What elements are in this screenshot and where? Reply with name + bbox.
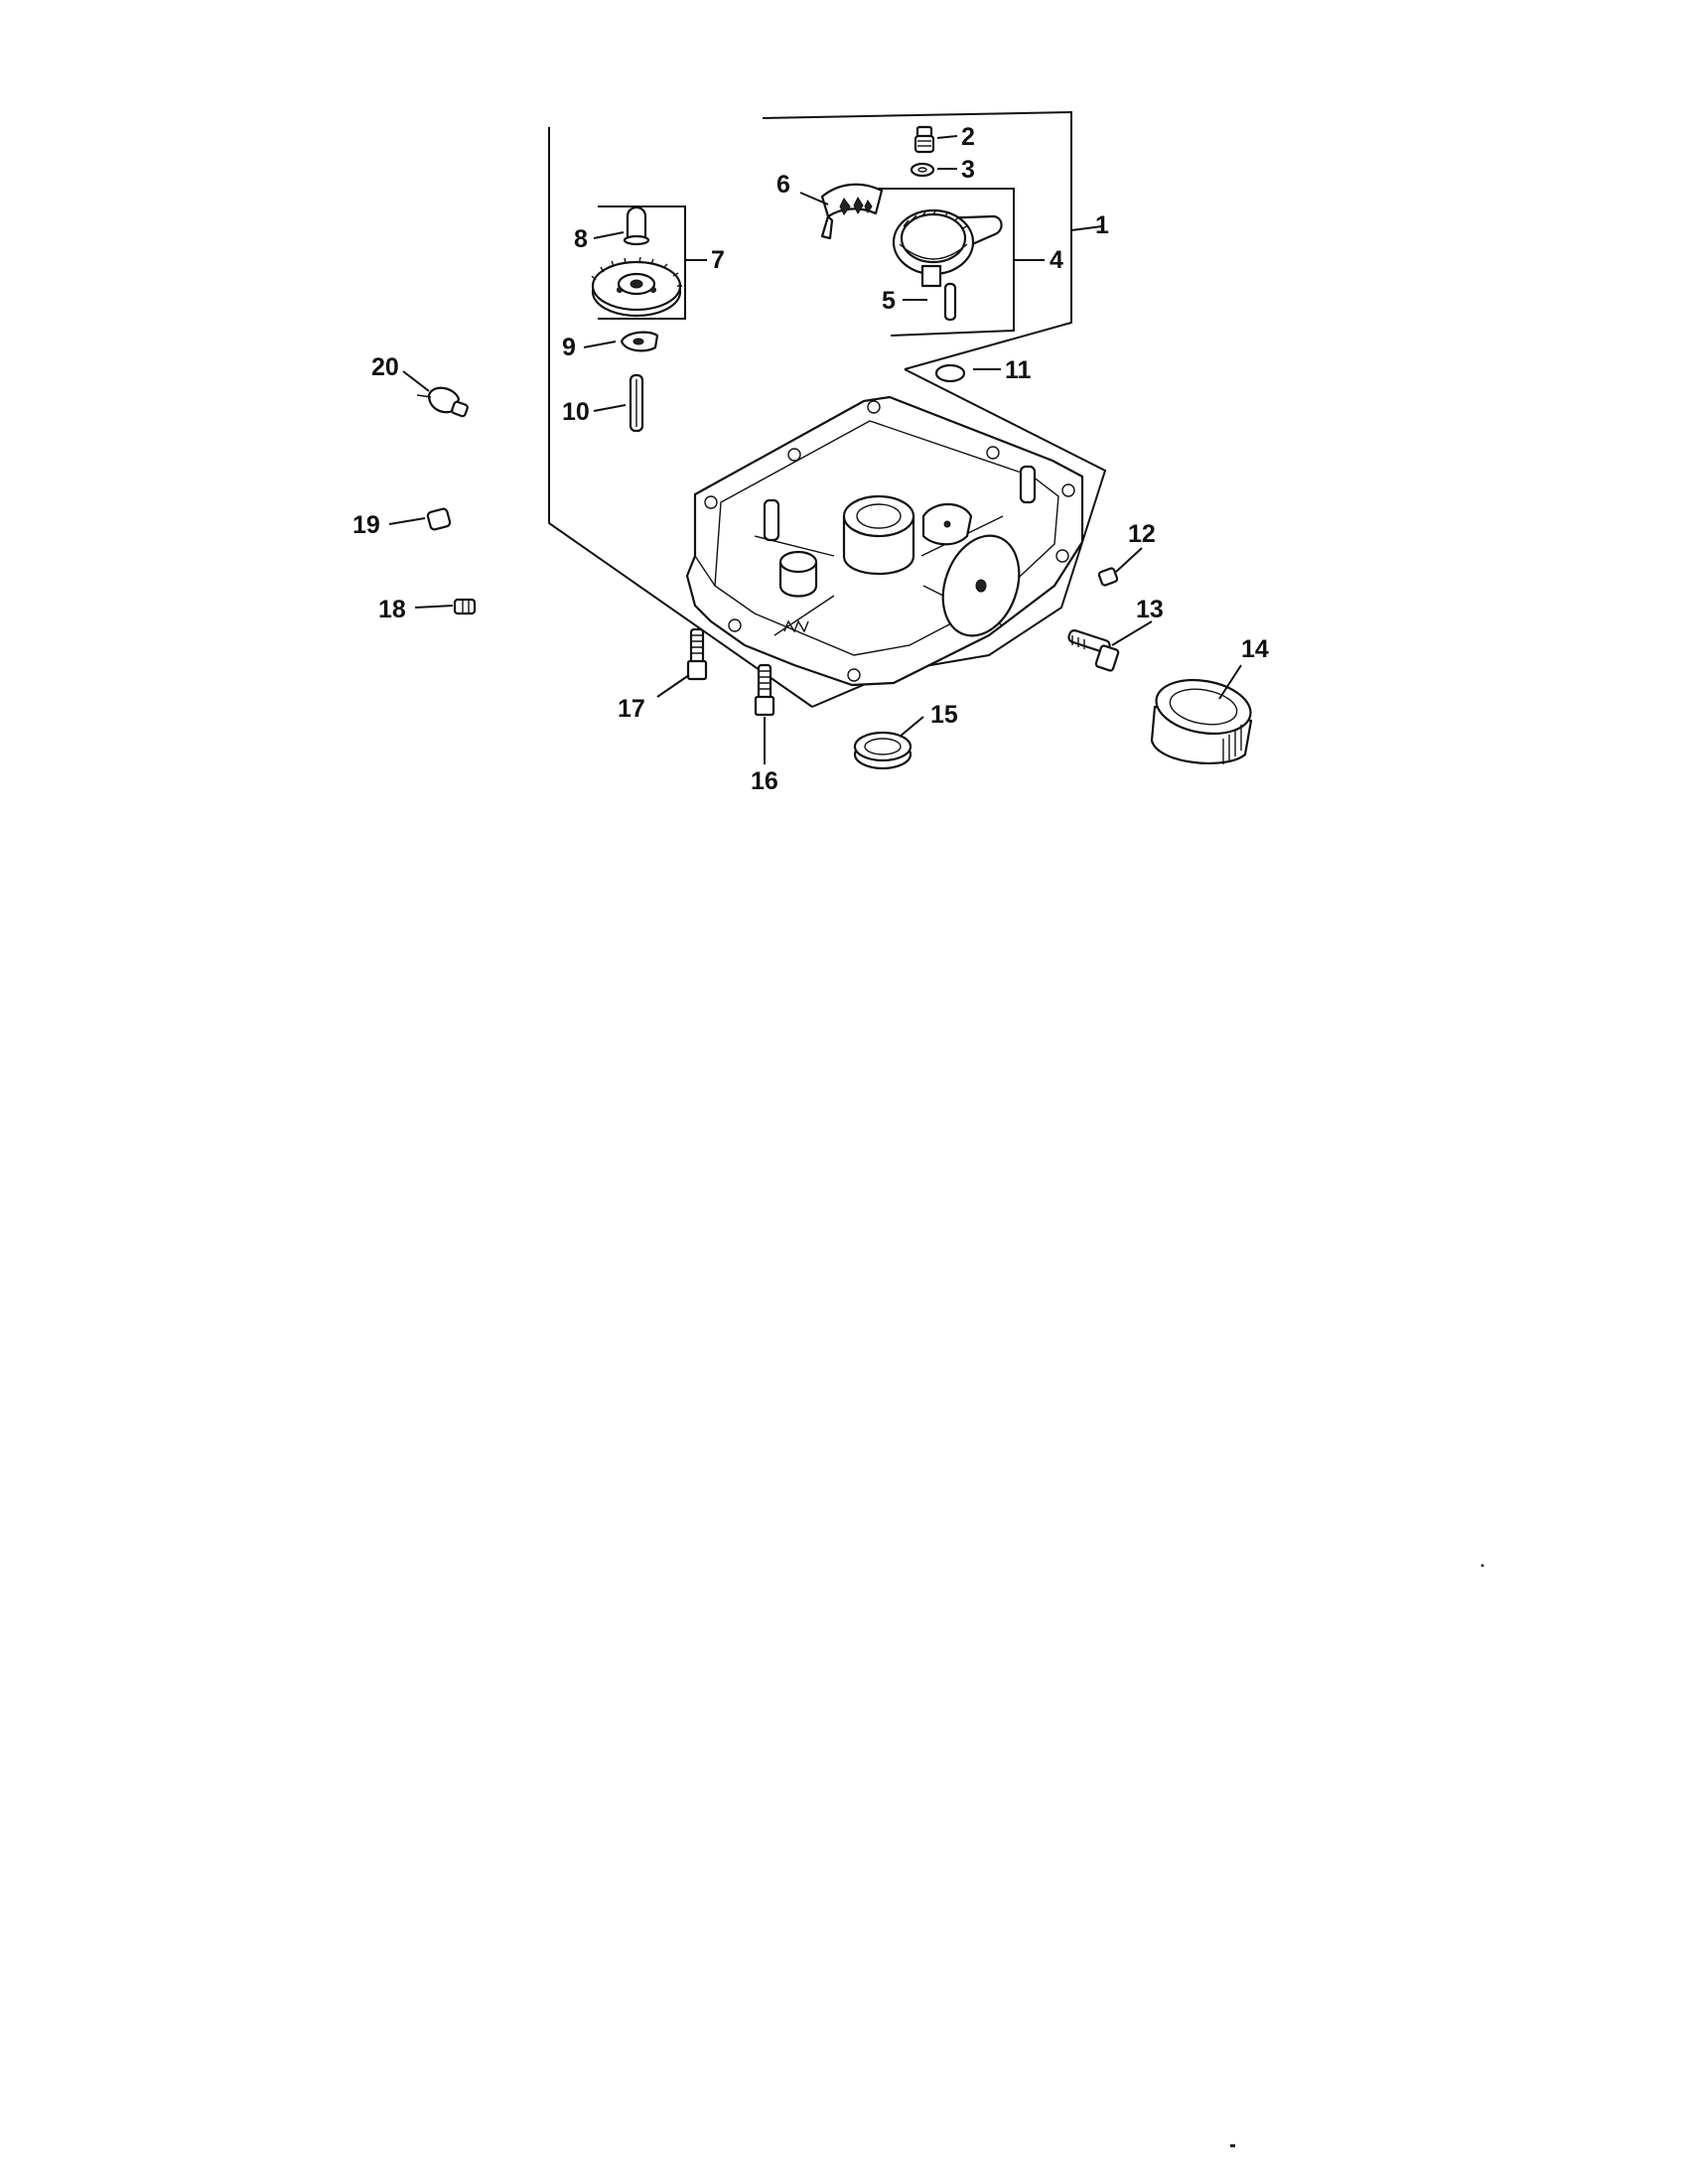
leader-lines (388, 135, 1242, 764)
callout-16: 16 (751, 767, 778, 795)
callout-labels: 1 2 3 4 5 6 7 8 9 10 11 12 13 14 15 16 1… (352, 123, 1269, 795)
part-19-plug (426, 507, 452, 531)
callout-7: 7 (711, 246, 725, 274)
part-20-pressure-switch (416, 386, 469, 418)
part-3-washer (910, 162, 935, 178)
scan-specks (1230, 1564, 1484, 2147)
part-1-closure-plate (685, 395, 1084, 687)
part-12-plug (1097, 567, 1119, 587)
callout-12: 12 (1128, 520, 1156, 548)
callout-11: 11 (1005, 356, 1032, 384)
part-8-shaft (623, 205, 650, 246)
part-9-thrust-washer (620, 331, 659, 352)
callout-8: 8 (574, 225, 588, 253)
part-15-oil-seal (853, 731, 912, 770)
part-18-plug (453, 598, 477, 615)
sub-assembly-bracket-7 (598, 205, 707, 320)
callout-4: 4 (1050, 246, 1063, 274)
callout-18: 18 (378, 596, 406, 623)
callout-19: 19 (352, 511, 380, 539)
part-14-oil-filter (1150, 678, 1253, 765)
part-10-shaft (629, 373, 644, 433)
callout-3: 3 (961, 156, 975, 184)
callout-13: 13 (1136, 596, 1164, 623)
part-11-o-ring (934, 363, 966, 383)
part-2-screw (913, 125, 935, 154)
part-16-screw (754, 663, 775, 717)
callout-6: 6 (776, 171, 790, 199)
callout-10: 10 (562, 398, 590, 426)
callout-20: 20 (371, 353, 399, 381)
callout-1: 1 (1095, 211, 1109, 239)
callout-15: 15 (930, 701, 958, 729)
callout-5: 5 (882, 287, 896, 315)
callout-14: 14 (1241, 635, 1269, 663)
part-7-gear (591, 256, 682, 318)
part-5-pin (943, 282, 957, 322)
sub-assembly-bracket-4 (872, 188, 1045, 337)
callout-9: 9 (562, 334, 576, 361)
callout-17: 17 (618, 695, 645, 723)
callout-2: 2 (961, 123, 975, 151)
part-4-oil-pump-gear (892, 208, 1003, 288)
part-17-screw (686, 627, 708, 681)
part-13-nipple (1067, 629, 1120, 672)
part-6-bearing-shell (820, 183, 884, 240)
